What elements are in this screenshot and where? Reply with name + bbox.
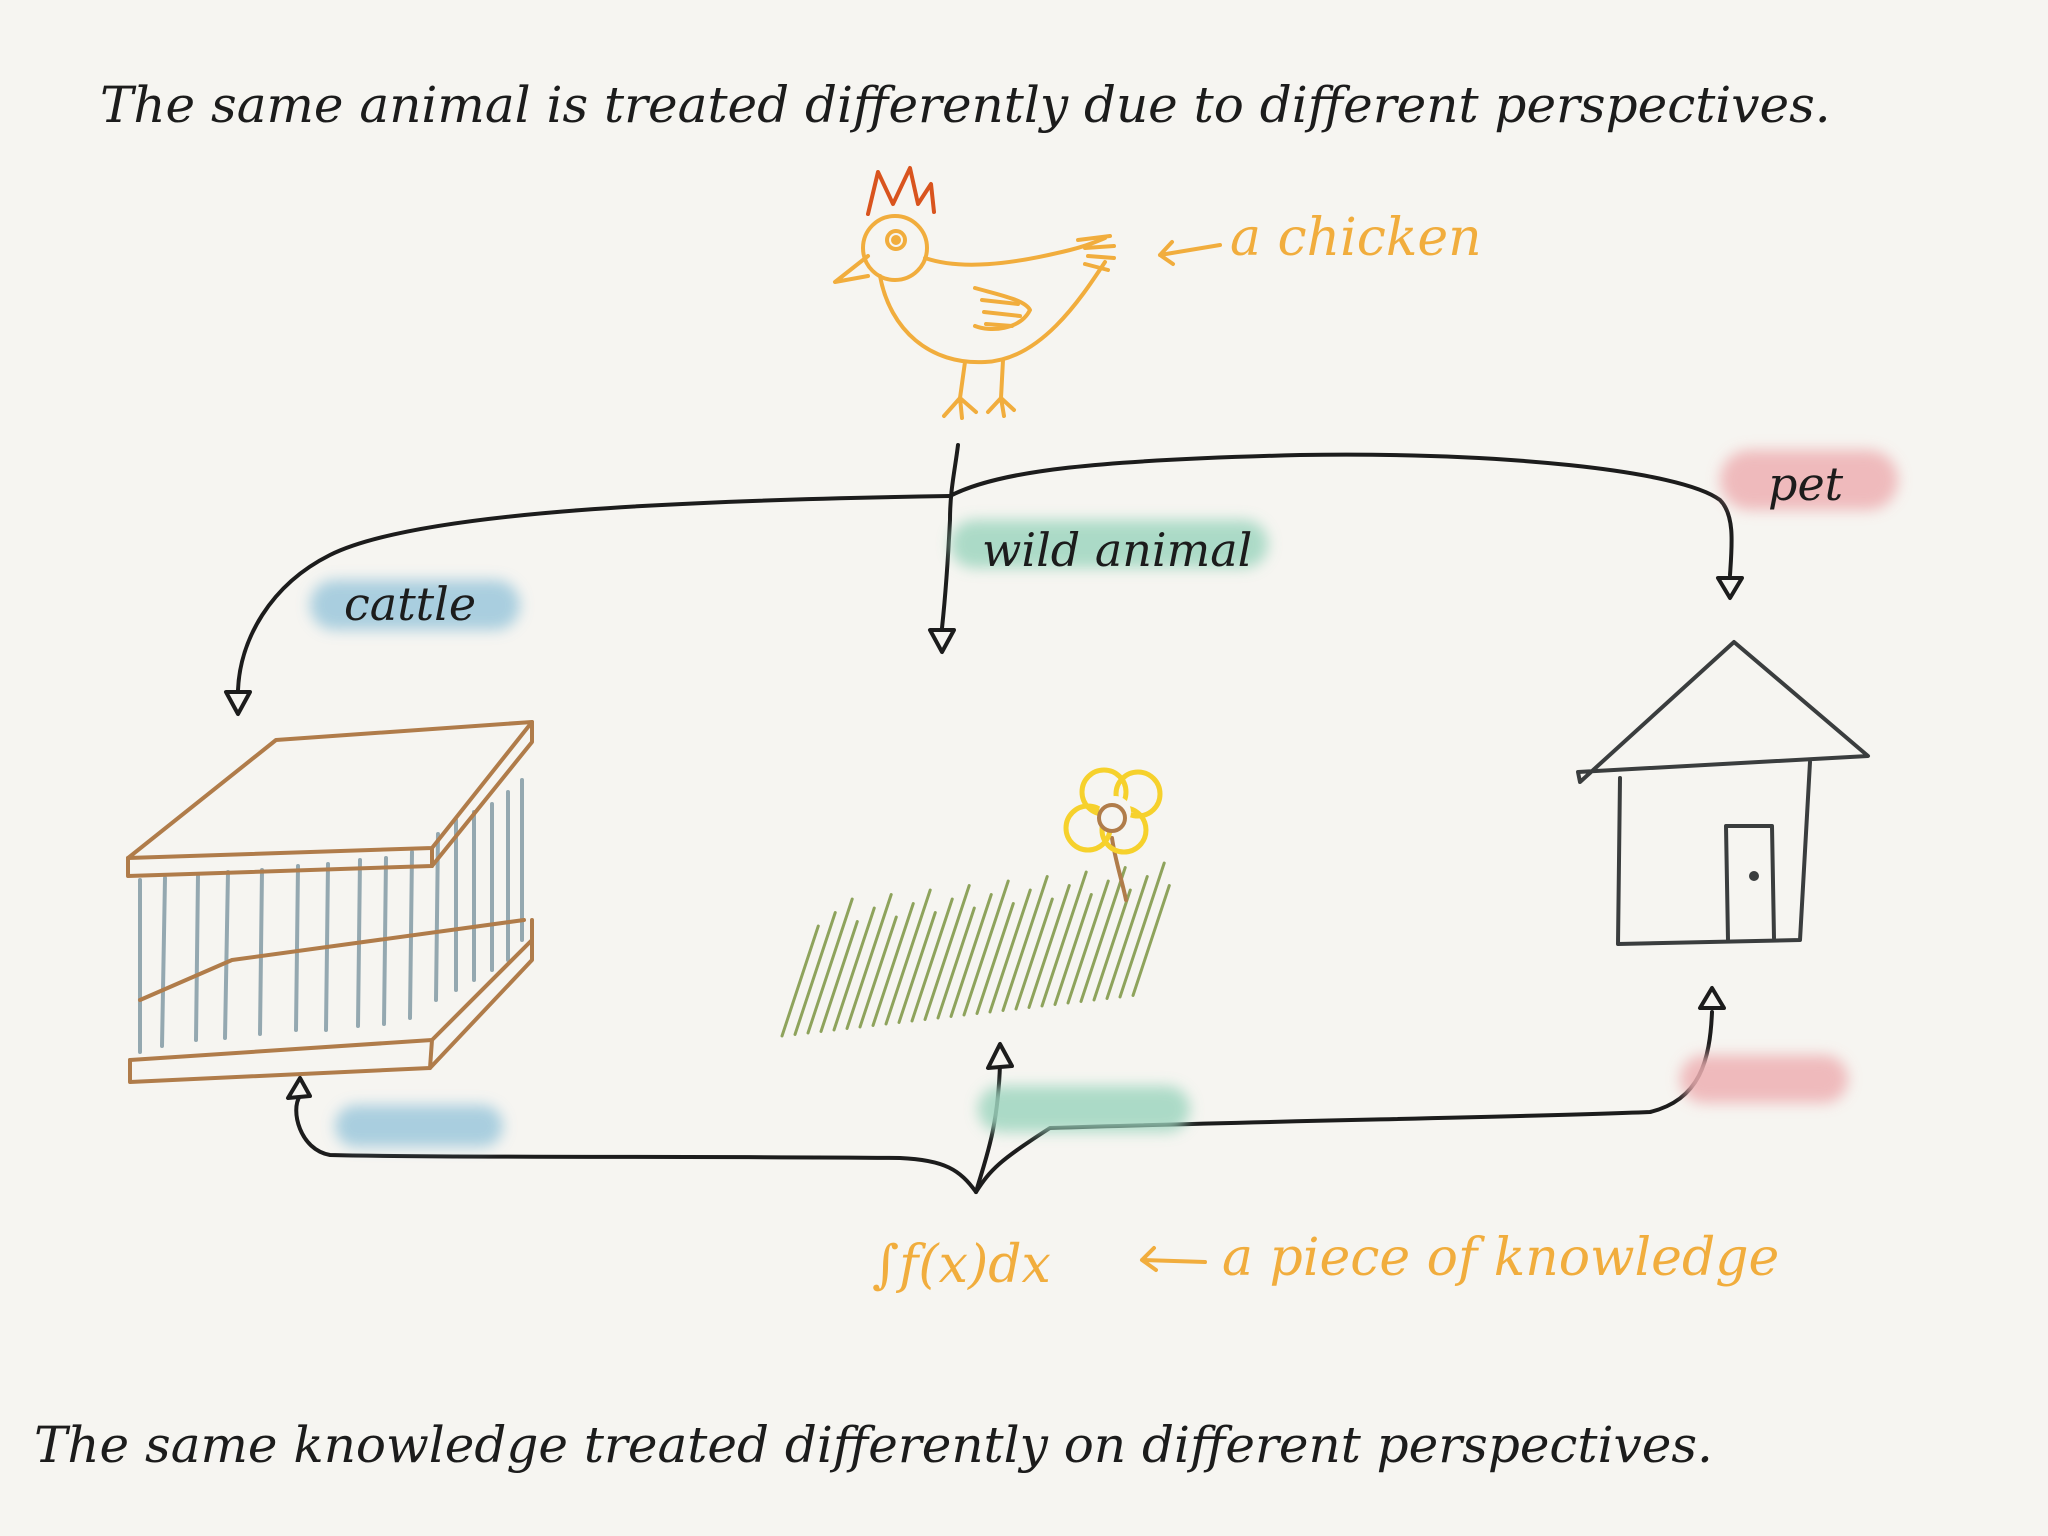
grass-blade	[1001, 875, 1049, 1012]
grass-strokes	[780, 861, 1171, 1038]
knowledge-annotation: a piece of knowledge	[1222, 1228, 1779, 1288]
grass-blade	[1014, 897, 1054, 1011]
pet-label: pet	[1768, 457, 1844, 511]
knowledge-pointer-arrow	[1140, 1246, 1207, 1272]
grass-blade	[1066, 879, 1110, 1005]
cattle-empty-highlight	[335, 1105, 503, 1147]
grass-blade	[845, 893, 893, 1030]
arrowhead-wild-bottom	[986, 1042, 1014, 1070]
grass-blade	[806, 897, 854, 1035]
grass-blade	[975, 902, 1015, 1015]
grass-blade	[923, 884, 971, 1021]
grass-blade	[1079, 866, 1127, 1003]
grass-blade	[832, 906, 876, 1032]
grass-blade	[910, 897, 954, 1023]
cage-icon	[126, 720, 534, 1084]
chicken-icon	[833, 166, 1116, 420]
grass-blade	[936, 906, 976, 1020]
grass-blade	[897, 911, 937, 1024]
grass-blade	[884, 888, 932, 1026]
top-perspective-arrows	[224, 443, 1744, 716]
grass-blade	[988, 888, 1032, 1014]
arrowhead-cattle-bottom	[286, 1076, 312, 1100]
arrowhead-pet-bottom	[1698, 986, 1726, 1010]
grass-blade	[1092, 888, 1132, 1002]
grass-blade	[858, 915, 898, 1029]
grass-blade	[1131, 884, 1171, 997]
wild-animal-label-highlight	[950, 520, 1268, 568]
arrowhead-wild	[928, 628, 956, 654]
wild-animal-empty-highlight	[978, 1086, 1190, 1132]
house-icon	[1576, 640, 1870, 946]
wild-animal-label: wild animal	[982, 523, 1252, 577]
grass-blade	[819, 920, 859, 1033]
grass-blade	[780, 924, 820, 1038]
top-heading: The same animal is treated differently d…	[100, 76, 1831, 134]
chicken-annotation: a chicken	[1230, 208, 1482, 268]
arrowhead-pet	[1716, 576, 1744, 600]
grass-blade	[949, 893, 993, 1018]
grass-blade	[1027, 884, 1071, 1009]
arrowhead-cattle	[224, 690, 252, 716]
cattle-label-highlight	[310, 580, 520, 630]
bottom-heading: The same knowledge treated differently o…	[34, 1416, 1713, 1474]
cattle-label: cattle	[344, 577, 476, 631]
wild-grass-flower-icon	[780, 767, 1171, 1038]
chicken-pointer-arrow	[1158, 240, 1222, 266]
pet-label-highlight	[1720, 450, 1898, 510]
knowledge-formula: ∫f(x)dx	[872, 1235, 1051, 1295]
grass-blade	[1118, 861, 1166, 999]
grass-blade	[1053, 893, 1093, 1006]
pet-empty-highlight	[1680, 1055, 1848, 1103]
grass-blade	[962, 879, 1010, 1017]
grass-blade	[793, 911, 837, 1036]
grass-blade	[1105, 875, 1149, 1000]
grass-blade	[1040, 870, 1088, 1008]
grass-blade	[871, 902, 915, 1027]
